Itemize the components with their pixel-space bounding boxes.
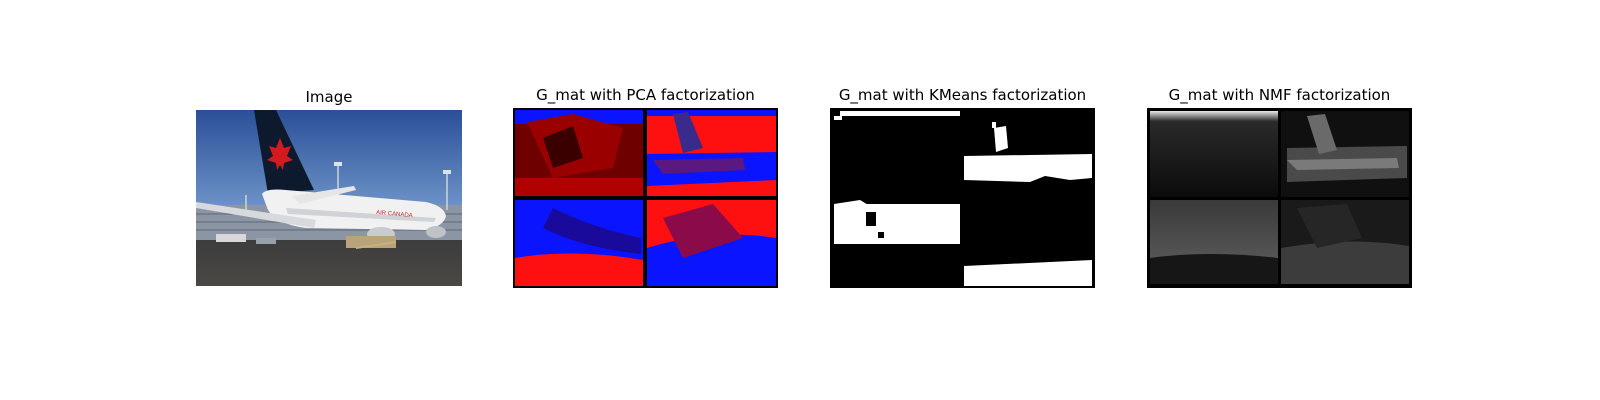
kmeans-map	[830, 108, 1095, 288]
title-nmf: G_mat with NMF factorization	[1168, 86, 1391, 104]
pca-map	[513, 108, 778, 288]
title-pca: G_mat with PCA factorization	[536, 86, 755, 104]
title-image: Image	[305, 88, 353, 106]
airplane-photo: AIR CANADA	[196, 110, 462, 286]
wing	[196, 202, 316, 228]
fuselage-lettering: AIR CANADA	[376, 210, 413, 219]
title-kmeans: G_mat with KMeans factorization	[838, 86, 1087, 104]
maple-leaf	[267, 138, 293, 170]
tarmac	[196, 240, 462, 286]
nmf-map	[1147, 108, 1412, 288]
